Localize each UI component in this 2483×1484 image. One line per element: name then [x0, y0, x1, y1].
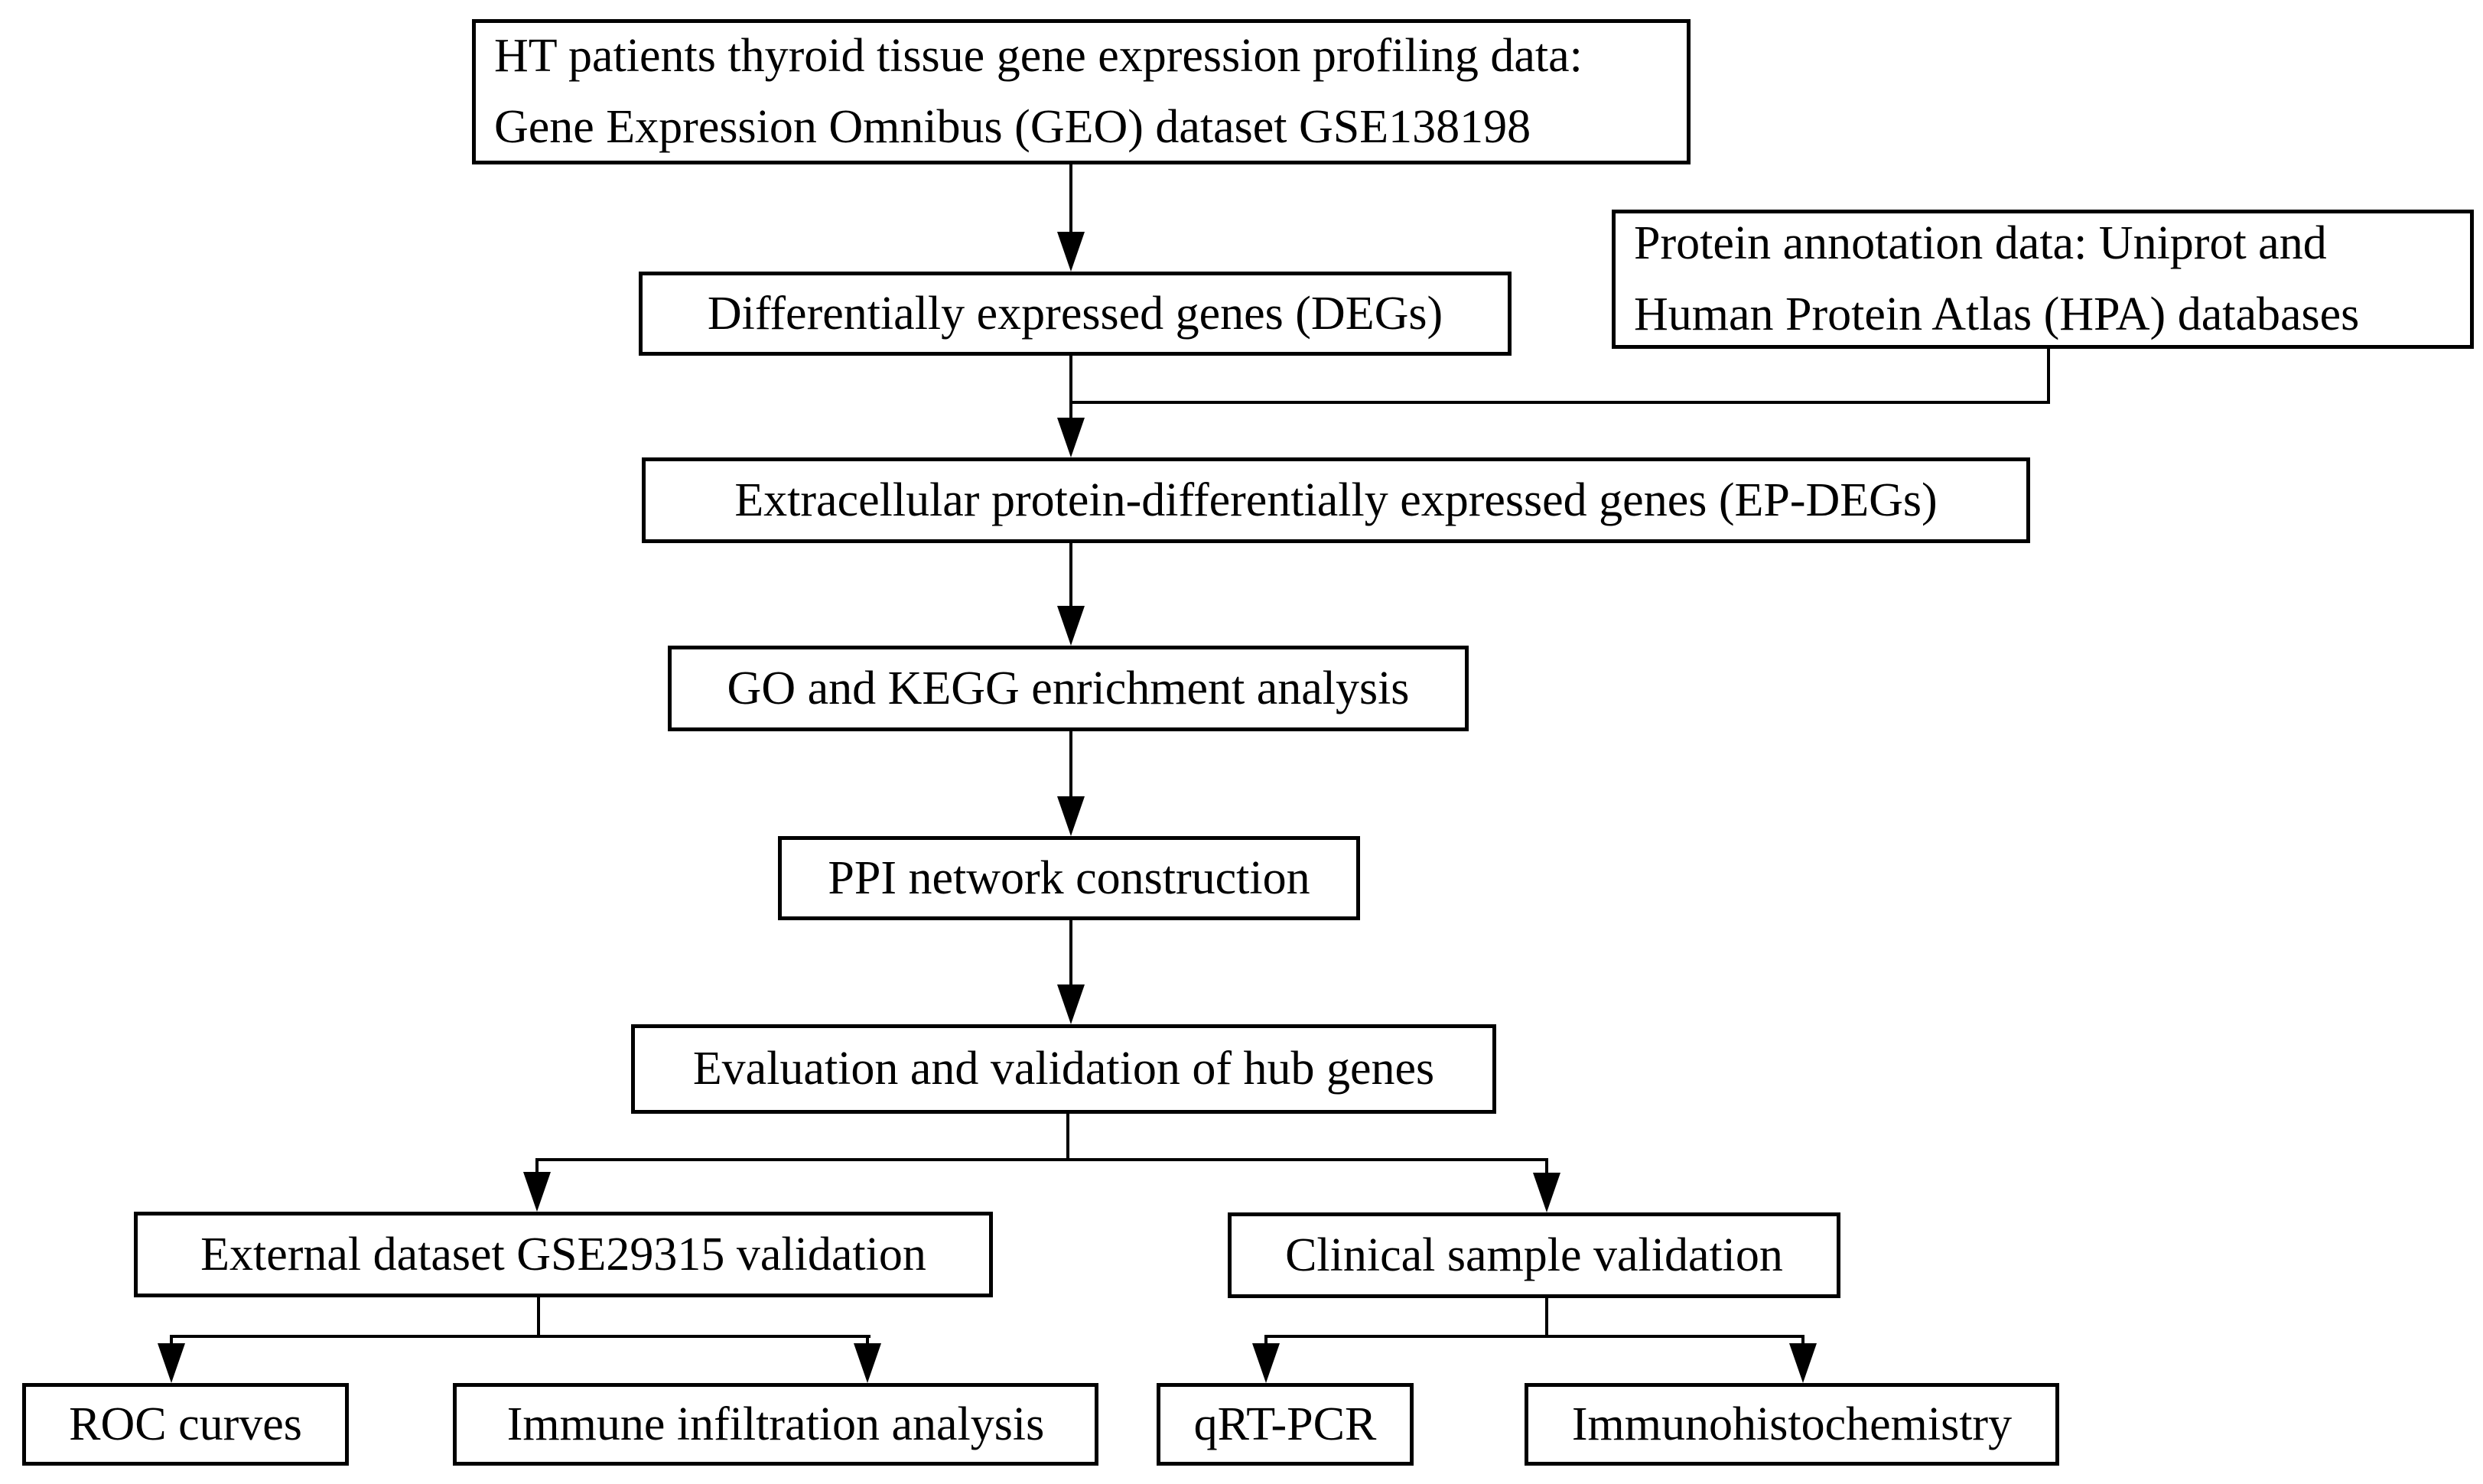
node-label: Immunohistochemistry	[1571, 1398, 2013, 1450]
node-label: Extracellular protein-differentially exp…	[734, 474, 1938, 526]
node-label: Human Protein Atlas (HPA) databases	[1634, 288, 2360, 340]
arrow-down-icon	[158, 1343, 185, 1383]
node-ppi: PPI network construction	[778, 836, 1360, 920]
node-ep-degs: Extracellular protein-differentially exp…	[642, 457, 2030, 543]
connector-epdegs-to-gokegg	[1069, 543, 1072, 610]
node-label: HT patients thyroid tissue gene expressi…	[494, 30, 1583, 82]
connector-ppi-to-hub	[1069, 920, 1072, 991]
arrow-down-icon	[1057, 606, 1085, 646]
node-degs: Differentially expressed genes (DEGs)	[639, 272, 1512, 356]
connector-hub-trunk	[1066, 1114, 1069, 1161]
connector-external-trunk	[537, 1297, 540, 1338]
connector-hub-to-clinical	[1545, 1158, 1548, 1177]
node-label: qRT-PCR	[1193, 1398, 1377, 1450]
connector-external-to-roc	[170, 1335, 173, 1348]
connector-source-to-degs	[1069, 164, 1072, 237]
node-qrt-pcr: qRT-PCR	[1157, 1383, 1414, 1466]
node-label: Evaluation and validation of hub genes	[692, 1043, 1435, 1095]
connector-hub-branch	[535, 1158, 1548, 1161]
node-hub-genes: Evaluation and validation of hub genes	[631, 1024, 1496, 1114]
node-label: ROC curves	[69, 1398, 302, 1450]
node-clinical-validation: Clinical sample validation	[1228, 1212, 1840, 1298]
node-label: PPI network construction	[828, 851, 1310, 904]
node-protein-annotation: Protein annotation data: Uniprot and Hum…	[1612, 210, 2474, 349]
node-go-kegg: GO and KEGG enrichment analysis	[668, 646, 1469, 731]
connector-external-to-immune	[866, 1335, 869, 1348]
connector-hub-to-external	[535, 1158, 539, 1176]
arrow-down-icon	[854, 1343, 881, 1383]
connector-clinical-trunk	[1545, 1298, 1548, 1338]
node-source-data: HT patients thyroid tissue gene expressi…	[472, 19, 1691, 164]
connector-degs-to-epdegs	[1069, 356, 1072, 421]
node-external-validation: External dataset GSE29315 validation	[134, 1212, 993, 1297]
connector-clinical-branch	[1264, 1335, 1804, 1338]
connector-external-branch	[170, 1335, 871, 1338]
node-label: Immune infiltration analysis	[506, 1398, 1045, 1450]
node-label: GO and KEGG enrichment analysis	[727, 662, 1410, 714]
node-label: Gene Expression Omnibus (GEO) dataset GS…	[494, 101, 1531, 153]
node-label: Clinical sample validation	[1285, 1229, 1783, 1281]
node-roc-curves: ROC curves	[22, 1383, 349, 1466]
arrow-down-icon	[1057, 418, 1085, 457]
node-label: Differentially expressed genes (DEGs)	[707, 287, 1443, 340]
node-immunohistochemistry: Immunohistochemistry	[1525, 1383, 2059, 1466]
connector-clinical-to-qrtpcr	[1264, 1335, 1268, 1348]
arrow-down-icon	[1057, 984, 1085, 1024]
arrow-down-icon	[523, 1172, 551, 1212]
connector-protein-merge	[1069, 401, 2050, 404]
node-immune-infiltration: Immune infiltration analysis	[453, 1383, 1098, 1466]
connector-gokegg-to-ppi	[1069, 731, 1072, 802]
arrow-down-icon	[1533, 1173, 1560, 1212]
node-label: External dataset GSE29315 validation	[200, 1228, 926, 1281]
node-label: Protein annotation data: Uniprot and	[1634, 217, 2327, 269]
connector-protein-drop	[2047, 349, 2050, 404]
arrow-down-icon	[1252, 1343, 1280, 1383]
arrow-down-icon	[1057, 796, 1085, 836]
connector-clinical-to-ihc	[1801, 1335, 1804, 1348]
arrow-down-icon	[1057, 232, 1085, 272]
arrow-down-icon	[1789, 1343, 1817, 1383]
